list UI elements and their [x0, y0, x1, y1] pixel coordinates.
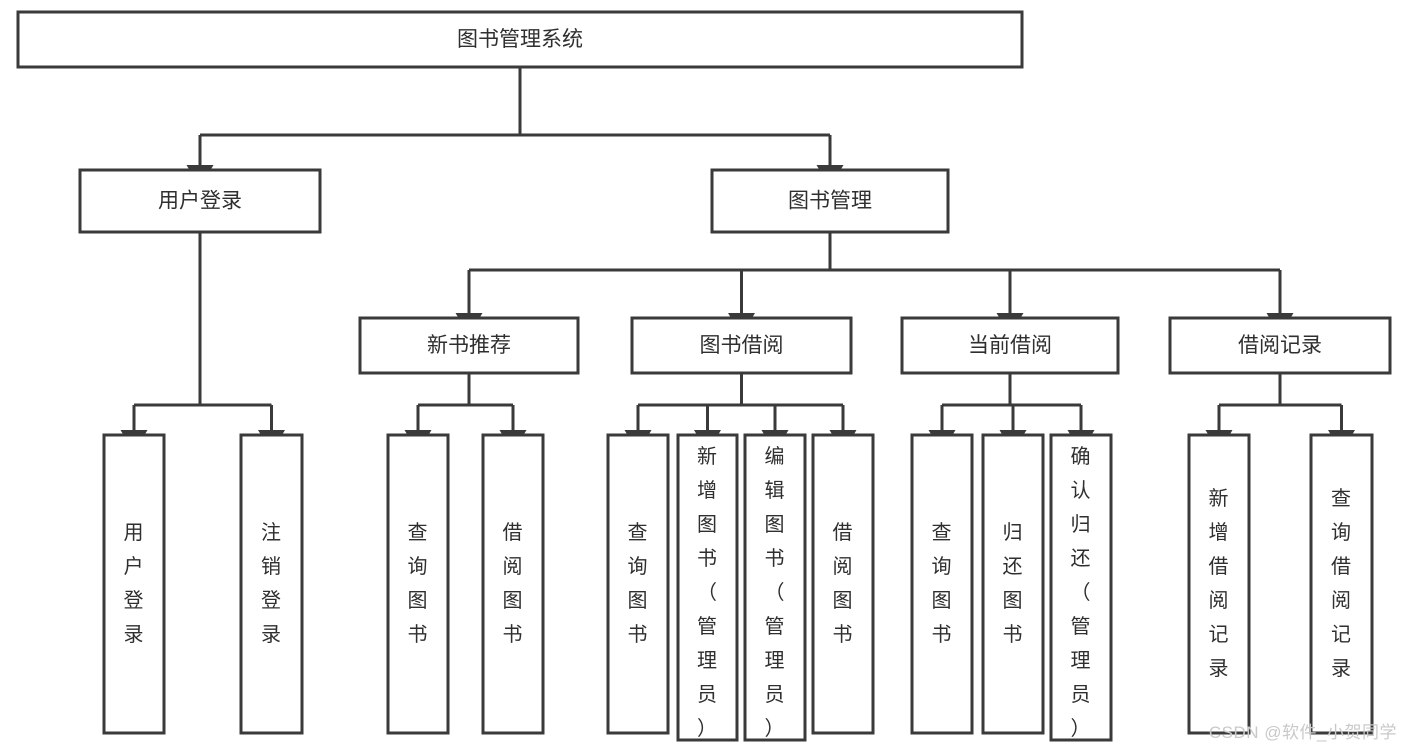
node-book-manage[interactable]: 图书管理 [710, 168, 950, 234]
node-leaf-record-query-label: 查询借阅记录 [1331, 487, 1352, 680]
node-new-book-rec[interactable]: 新书推荐 [358, 316, 580, 375]
node-leaf-current-query-book[interactable]: 查询图书 [910, 433, 974, 735]
node-leaf-rec-query-book-label: 查询图书 [408, 521, 429, 646]
node-leaf-current-query-book-box[interactable] [910, 433, 974, 735]
node-leaf-borrow-edit-book[interactable]: 编辑图书（管理员） [743, 433, 807, 742]
node-leaf-borrow-add-book[interactable]: 新增图书（管理员） [676, 433, 739, 742]
node-borrow-record-label: 借阅记录 [1238, 334, 1322, 357]
node-root-label: 图书管理系统 [457, 28, 583, 51]
node-leaf-borrow-query-book-label: 查询图书 [628, 521, 649, 646]
node-leaf-user-login-label: 用户登录 [124, 522, 145, 646]
node-user-login-label: 用户登录 [158, 190, 242, 213]
node-leaf-user-logout-label: 注销登录 [261, 521, 282, 646]
node-root[interactable]: 图书管理系统 [16, 10, 1024, 69]
node-book-borrow-box[interactable] [630, 316, 853, 375]
node-leaf-user-logout-box[interactable] [239, 433, 304, 735]
node-leaf-record-add-box[interactable] [1187, 433, 1251, 735]
node-leaf-record-add[interactable]: 新增借阅记录 [1187, 433, 1251, 735]
node-user-login-box[interactable] [78, 168, 322, 234]
node-leaf-record-add-label: 新增借阅记录 [1209, 487, 1230, 680]
node-leaf-borrow-edit-book-box[interactable] [743, 433, 807, 742]
node-leaf-borrow-query-book[interactable]: 查询图书 [606, 433, 670, 735]
node-current-borrow-box[interactable] [900, 316, 1120, 375]
node-borrow-record-box[interactable] [1168, 316, 1392, 375]
node-leaf-borrow-query-book-box[interactable] [606, 433, 670, 735]
node-leaf-current-return-book-label: 归还图书 [1003, 521, 1024, 646]
connector-layer [120, 67, 1355, 453]
node-leaf-user-logout[interactable]: 注销登录 [239, 433, 304, 735]
node-leaf-borrow-edit-book-label: 编辑图书（管理员） [765, 445, 786, 740]
node-layer: 图书管理系统用户登录图书管理新书推荐图书借阅当前借阅借阅记录用户登录注销登录查询… [16, 10, 1392, 742]
node-leaf-rec-query-book[interactable]: 查询图书 [386, 433, 450, 735]
node-leaf-rec-query-book-box[interactable] [386, 433, 450, 735]
node-leaf-rec-borrow-book-label: 借阅图书 [503, 521, 524, 646]
node-current-borrow[interactable]: 当前借阅 [900, 316, 1120, 375]
node-book-manage-box[interactable] [710, 168, 950, 234]
node-leaf-user-login[interactable]: 用户登录 [102, 433, 166, 735]
csdn-watermark: CSDN @软件_小贺同学 [1208, 723, 1397, 742]
node-root-box[interactable] [16, 10, 1024, 69]
node-leaf-current-return-book[interactable]: 归还图书 [981, 433, 1045, 735]
node-leaf-borrow-add-book-box[interactable] [676, 433, 739, 742]
node-leaf-current-return-book-box[interactable] [981, 433, 1045, 735]
node-leaf-user-login-box[interactable] [102, 433, 166, 735]
node-leaf-record-query-box[interactable] [1309, 433, 1374, 735]
node-leaf-current-confirm-return-box[interactable] [1049, 433, 1113, 742]
node-leaf-borrow-lend-book[interactable]: 借阅图书 [811, 433, 875, 735]
node-leaf-current-query-book-label: 查询图书 [932, 521, 953, 646]
node-leaf-rec-borrow-book-box[interactable] [481, 433, 545, 735]
node-book-borrow-label: 图书借阅 [700, 334, 784, 357]
node-leaf-borrow-add-book-label: 新增图书（管理员） [697, 445, 718, 740]
node-leaf-current-confirm-return-label: 确认归还（管理员） [1071, 445, 1092, 740]
node-user-login[interactable]: 用户登录 [78, 168, 322, 234]
node-leaf-borrow-lend-book-box[interactable] [811, 433, 875, 735]
node-current-borrow-label: 当前借阅 [968, 334, 1052, 357]
node-new-book-rec-box[interactable] [358, 316, 580, 375]
node-leaf-record-query[interactable]: 查询借阅记录 [1309, 433, 1374, 735]
node-book-borrow[interactable]: 图书借阅 [630, 316, 853, 375]
node-borrow-record[interactable]: 借阅记录 [1168, 316, 1392, 375]
node-new-book-rec-label: 新书推荐 [427, 334, 511, 357]
node-book-manage-label: 图书管理 [788, 190, 872, 213]
node-leaf-rec-borrow-book[interactable]: 借阅图书 [481, 433, 545, 735]
node-leaf-borrow-lend-book-label: 借阅图书 [833, 521, 854, 646]
node-leaf-current-confirm-return[interactable]: 确认归还（管理员） [1049, 433, 1113, 742]
